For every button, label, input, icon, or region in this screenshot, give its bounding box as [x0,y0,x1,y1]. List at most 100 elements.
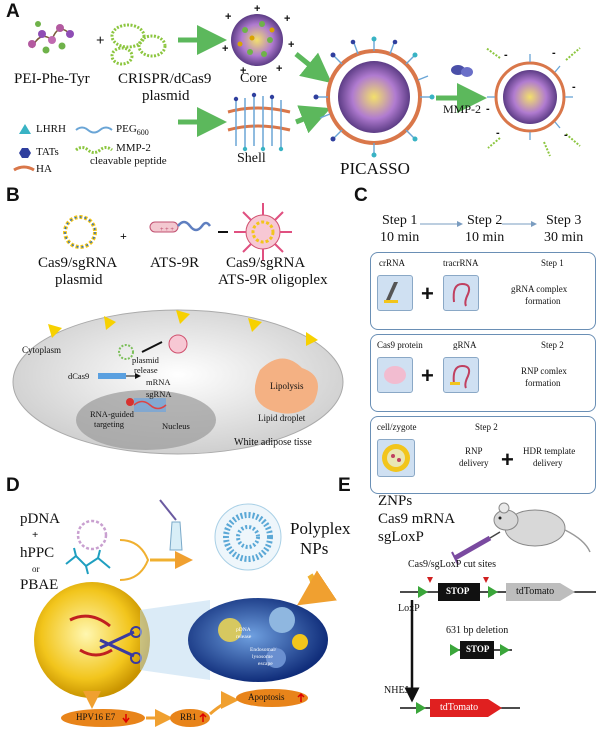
panel-e-label: E [338,475,351,496]
pdna-ring-icon [76,519,108,551]
dcas9-bar [98,373,126,379]
b-lipolysis: Lipolysis [270,381,304,391]
pei-label: PEI-Phe-Tyr [14,71,90,87]
panel-d-graphics [34,499,337,727]
syringe-icon [451,531,501,565]
tats-hexagon-icon [19,148,31,158]
e-tdtomato-2: tdTomato [440,702,479,713]
picasso-label: PICASSO [340,159,410,178]
hppc-polymer-icon [65,547,111,575]
b-lipid-droplet: Lipid droplet [258,413,306,423]
core-particle-icon: +++ ++++ [222,3,294,77]
box1-left: crRNA [379,258,405,268]
mix-bracket [119,539,150,581]
grna-glyph [450,364,471,389]
e-tdtomato-1: tdTomato [516,586,555,597]
e-sgloxp: sgLoxP [378,529,424,545]
ha-curve-icon [13,165,35,172]
box2-right: gRNA [453,340,477,350]
panel-e-graphics [400,502,596,717]
panel-b-graphics: + + + [12,203,344,455]
released-plasmid [118,344,134,360]
arrow-core-picasso [294,52,332,84]
plus-sign-a: + [96,33,105,49]
up-arrow-apoptosis [297,692,305,702]
box1-desc-1: gRNA complex [511,284,568,294]
cell-zygote-glyph [382,444,410,472]
b-ats: ATS-9R [150,255,200,271]
svg-text:+: + [225,11,231,23]
svg-text:+: + [276,63,282,75]
panel-d-label: D [6,475,20,496]
d-plus: + [32,529,39,541]
e-deletion: 631 bp deletion [446,625,509,636]
b-release-2: release [134,365,158,375]
box2-left: Cas9 protein [377,340,423,350]
b-sgrna: sgRNA [146,389,172,399]
loxp-triangle-4 [500,644,510,656]
down-arrow-hpv [122,714,130,724]
step2-time: 10 min [465,230,505,245]
tracrrna-glyph [452,282,471,307]
d-endo-3: escape [258,661,273,667]
crispr-label: CRISPR/dCas9 [118,71,212,87]
svg-text:-: - [564,129,568,141]
box1-desc-2: formation [525,296,561,306]
b-plasmid-1: Cas9/sgRNA [38,255,118,271]
step-box-1: crRNA tracrRNA Step 1 + gRNA complex for… [370,252,596,330]
d-or: or [32,564,40,574]
cas9-protein-glyph [384,366,406,384]
b-mrna: mRNA [146,377,171,387]
loxp-triangle-1 [418,586,428,598]
d-endo-1: Endosomal/ [250,647,277,653]
pipette-tube-icon [159,499,183,551]
oligoplex-icon [234,203,292,261]
picasso-particle-icon [313,36,435,158]
apoptosis-oval [236,689,308,707]
svg-text:-: - [552,47,556,59]
b-nucleus: Nucleus [162,421,190,431]
pei-polymer-icon [28,21,74,54]
svg-text:+: + [240,65,246,77]
legend-ha: HA [36,163,52,175]
nucleus-shape [76,390,216,450]
box1-plus: + [421,281,434,306]
b-rna-guided-2: targeting [94,419,125,429]
box1-right: tracrRNA [443,258,479,268]
crrna-tile [377,275,413,311]
step1-label: Step 1 [382,213,418,228]
target-nucleus-icon [34,582,150,698]
loxp-triangle-3 [450,644,460,656]
cell-zygote-tile [377,439,415,477]
legend-tats: TATs [36,146,59,158]
e-stop-1: STOP [446,586,470,596]
svg-text:+: + [254,3,260,15]
cut-site-2 [483,577,489,583]
panel-b-label: B [6,185,20,206]
step1-time: 10 min [380,230,420,245]
d-endo-2: lysosome [252,654,273,660]
box2-plus: + [421,363,434,388]
b-oligo-1: Cas9/sgRNA [226,255,306,271]
e-cut-sites: Cas9/sgLoxP cut sites [408,559,496,570]
cas9-protein-tile [377,357,413,393]
targeting-arrows [48,310,318,346]
delivery-arrow [297,570,337,606]
box3-hdr-2: delivery [533,458,563,468]
svg-text:+ + +: + + + [160,227,174,233]
box3-hdr-1: HDR template [523,446,576,456]
rb1-oval [170,709,210,727]
panel-c-label: C [354,185,368,206]
plasmid-rings-icon [110,23,167,66]
panel-a-graphics: +++ ++++ [13,3,581,172]
b-wat: White adipose tisse [234,437,312,448]
b-dcas9: dCas9 [68,371,90,381]
svg-text:+: + [288,39,294,51]
mmp-peptide-icon [75,146,113,154]
e-znps: ZNPs [378,493,413,509]
box2-desc-1: RNP comlex [521,366,567,376]
lipid-droplet-shape [254,358,318,414]
d-pbae: PBAE [20,577,59,593]
